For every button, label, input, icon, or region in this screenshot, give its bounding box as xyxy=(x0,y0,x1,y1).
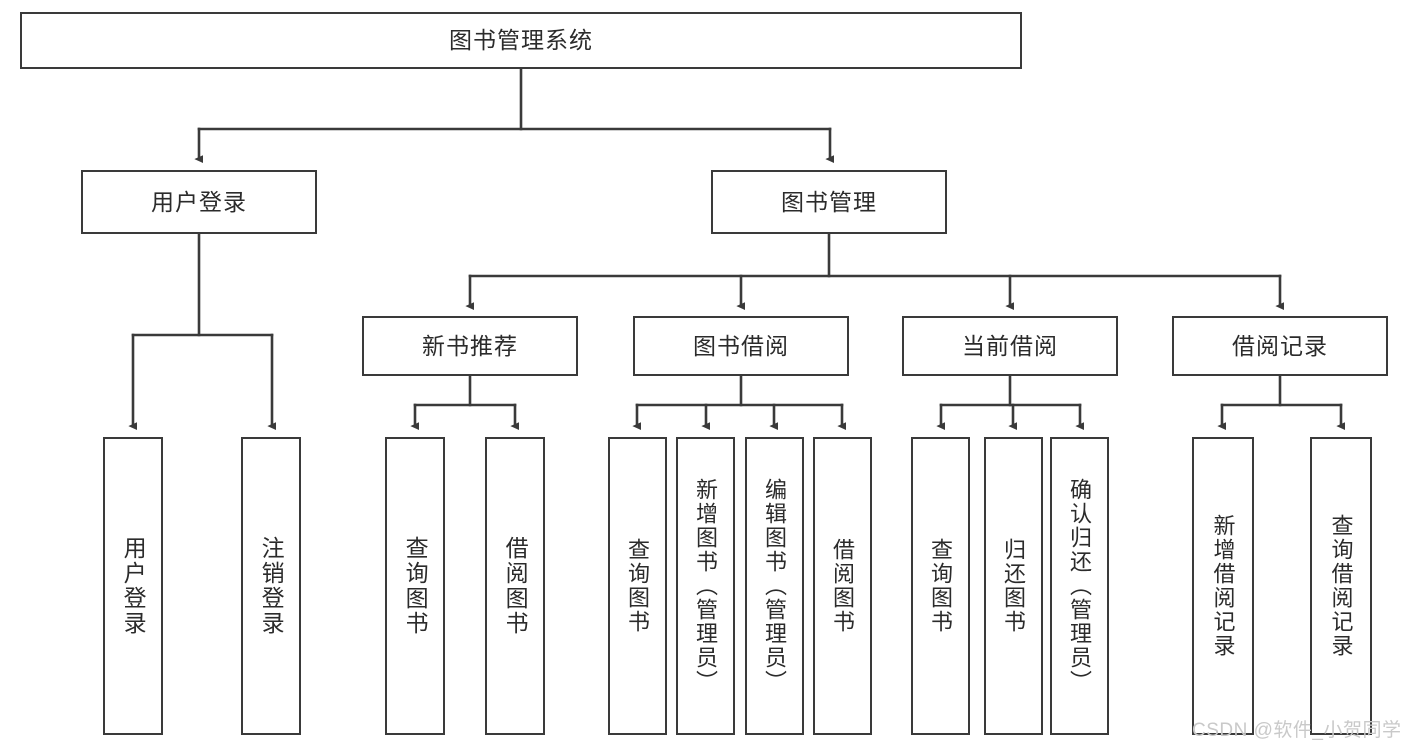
node-borrow-record[interactable]: 借阅记录 xyxy=(1172,316,1388,376)
node-current-borrow[interactable]: 当前借阅 xyxy=(902,316,1118,376)
watermark: CSDN @软件_小贺同学 xyxy=(1192,720,1402,741)
node-leaf-rec-add[interactable]: 新增借阅记录 xyxy=(1192,437,1254,735)
node-leaf-borrow-do[interactable]: 借阅图书 xyxy=(813,437,872,735)
node-leaf-rec-add-label: 新增借阅记录 xyxy=(1210,514,1236,658)
node-leaf-borrow-edit[interactable]: 编辑图书（管理员） xyxy=(745,437,804,735)
node-leaf-borrow-add-label: 新增图书（管理员） xyxy=(693,478,719,694)
node-root[interactable]: 图书管理系统 xyxy=(20,12,1022,69)
node-leaf-cur-return-label: 归还图书 xyxy=(1001,538,1027,634)
node-current-borrow-label: 当前借阅 xyxy=(962,332,1058,359)
node-leaf-rec-query[interactable]: 查询图书 xyxy=(385,437,445,735)
node-leaf-cur-query-label: 查询图书 xyxy=(928,538,954,634)
node-borrow-record-label: 借阅记录 xyxy=(1232,332,1328,359)
node-book-borrow-label: 图书借阅 xyxy=(693,332,789,359)
node-leaf-rec-borrow-label: 借阅图书 xyxy=(502,536,529,636)
node-leaf-user-logout-label: 注销登录 xyxy=(258,536,285,636)
node-leaf-cur-confirm[interactable]: 确认归还（管理员） xyxy=(1050,437,1109,735)
node-leaf-cur-return[interactable]: 归还图书 xyxy=(984,437,1043,735)
node-user-login[interactable]: 用户登录 xyxy=(81,170,317,234)
node-leaf-rec-search-label: 查询借阅记录 xyxy=(1328,514,1354,658)
node-leaf-rec-query-label: 查询图书 xyxy=(402,536,429,636)
node-new-book-rec-label: 新书推荐 xyxy=(422,332,518,359)
node-leaf-user-login-label: 用户登录 xyxy=(120,536,147,636)
node-leaf-borrow-query-label: 查询图书 xyxy=(625,538,651,634)
node-new-book-rec[interactable]: 新书推荐 xyxy=(362,316,578,376)
node-root-label: 图书管理系统 xyxy=(449,27,593,54)
node-leaf-borrow-query[interactable]: 查询图书 xyxy=(608,437,667,735)
node-leaf-borrow-edit-label: 编辑图书（管理员） xyxy=(762,478,788,694)
node-leaf-borrow-do-label: 借阅图书 xyxy=(830,538,856,634)
node-book-borrow[interactable]: 图书借阅 xyxy=(633,316,849,376)
node-leaf-borrow-add[interactable]: 新增图书（管理员） xyxy=(676,437,735,735)
node-leaf-rec-borrow[interactable]: 借阅图书 xyxy=(485,437,545,735)
node-leaf-user-logout[interactable]: 注销登录 xyxy=(241,437,301,735)
node-leaf-cur-query[interactable]: 查询图书 xyxy=(911,437,970,735)
node-book-manage-label: 图书管理 xyxy=(781,188,877,215)
node-leaf-cur-confirm-label: 确认归还（管理员） xyxy=(1067,478,1093,694)
node-leaf-rec-search[interactable]: 查询借阅记录 xyxy=(1310,437,1372,735)
node-user-login-label: 用户登录 xyxy=(151,188,247,215)
node-book-manage[interactable]: 图书管理 xyxy=(711,170,947,234)
node-leaf-user-login[interactable]: 用户登录 xyxy=(103,437,163,735)
